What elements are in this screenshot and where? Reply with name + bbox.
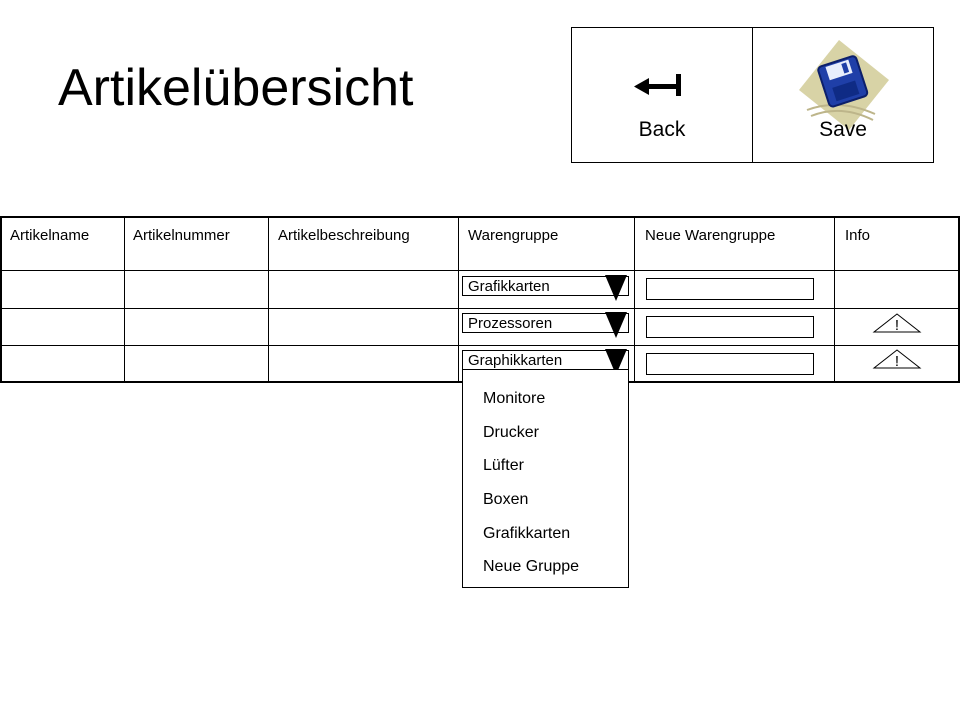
floppy-disk-icon (799, 40, 889, 130)
header-artikelnummer: Artikelnummer (133, 227, 230, 244)
arrow-left-icon (634, 74, 681, 96)
header-artikelbeschreibung: Artikelbeschreibung (278, 227, 410, 244)
header-neue-warengruppe: Neue Warengruppe (645, 227, 776, 244)
warengruppe-value: Graphikkarten (468, 352, 563, 369)
warengruppe-select[interactable]: Grafikkarten (462, 275, 629, 301)
dropdown-option[interactable]: Neue Gruppe (483, 558, 580, 575)
warengruppe-value: Grafikkarten (468, 278, 550, 295)
warning-symbol: ! (895, 353, 899, 369)
header-warengruppe: Warengruppe (468, 227, 559, 244)
neue-warengruppe-input[interactable] (646, 316, 814, 338)
dropdown-option[interactable]: Monitore (483, 390, 546, 407)
toolbar: Back Save (571, 27, 934, 163)
dropdown-option[interactable]: Drucker (483, 424, 540, 441)
row-divider (0, 270, 958, 271)
column-divider (834, 218, 835, 381)
back-label: Back (638, 118, 686, 141)
warengruppe-select[interactable]: Prozessoren (462, 312, 629, 338)
dropdown-option[interactable]: Lüfter (483, 457, 524, 474)
triangle-down-icon[interactable] (604, 348, 628, 376)
dropdown-option[interactable]: Boxen (483, 491, 529, 508)
column-divider (458, 218, 459, 381)
save-button[interactable]: Save (752, 28, 933, 162)
header-artikelname: Artikelname (10, 227, 90, 244)
column-divider (124, 218, 125, 381)
header-info: Info (845, 227, 871, 244)
column-divider (268, 218, 269, 381)
back-button[interactable]: Back (572, 28, 752, 162)
warengruppe-value: Prozessoren (468, 315, 553, 332)
page-title: Artikelübersicht (58, 59, 414, 117)
column-divider (634, 218, 635, 381)
dropdown-option[interactable]: Grafikkarten (483, 525, 571, 542)
row-divider (0, 308, 958, 309)
neue-warengruppe-input[interactable] (646, 353, 814, 375)
triangle-down-icon[interactable] (604, 311, 628, 339)
neue-warengruppe-input[interactable] (646, 278, 814, 300)
warning-symbol: ! (895, 317, 899, 333)
row-divider (0, 345, 958, 346)
warengruppe-dropdown-list: Monitore Drucker Lüfter Boxen Grafikkart… (462, 370, 629, 588)
warning-triangle-icon: ! (872, 313, 922, 333)
triangle-down-icon[interactable] (604, 274, 628, 302)
warning-triangle-icon: ! (872, 349, 922, 369)
save-label: Save (819, 118, 867, 141)
warengruppe-select[interactable]: Graphikkarten (462, 349, 629, 375)
table-border-left (0, 218, 2, 381)
